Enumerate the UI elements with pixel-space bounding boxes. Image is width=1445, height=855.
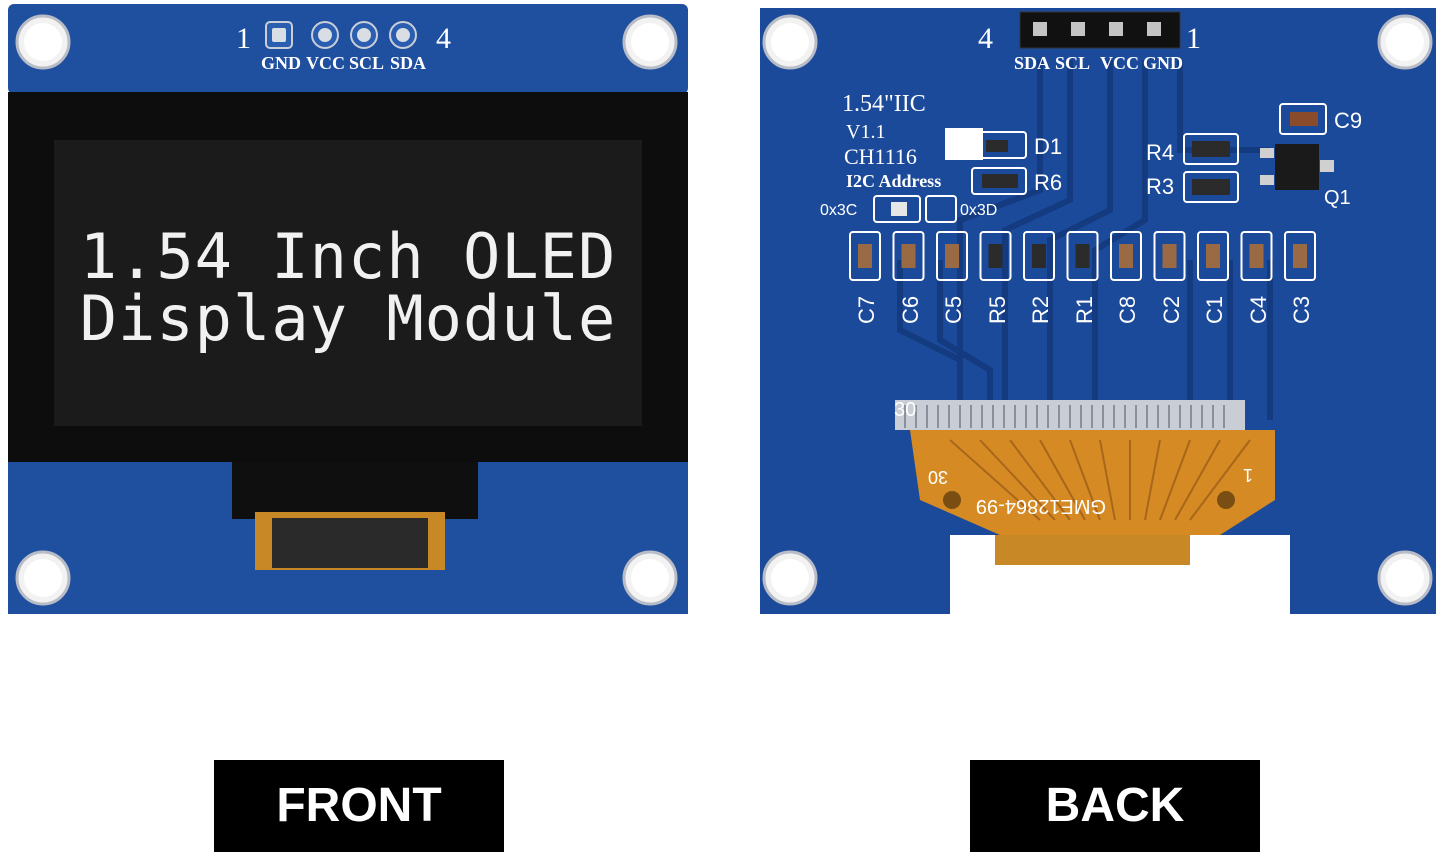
pin-number-4: 4	[436, 22, 451, 55]
component-outline	[1023, 231, 1055, 281]
pin-label-gnd: GND	[261, 53, 301, 73]
component-label: C7	[854, 295, 879, 324]
screen-line-2: Display Module	[79, 282, 617, 355]
component-label: R5	[984, 295, 1010, 324]
component-body	[1075, 244, 1090, 268]
part-r4: R4	[1146, 140, 1175, 165]
fpc-right-number: 1	[1242, 465, 1253, 485]
component-body	[1206, 244, 1220, 268]
pin-label-sda: SDA	[390, 53, 427, 73]
component-label: C1	[1202, 295, 1227, 324]
back-label: BACK	[970, 760, 1260, 852]
fpc-top-number: 30	[894, 399, 917, 421]
fpc-left-number: 30	[927, 467, 948, 487]
component-label: C3	[1289, 295, 1314, 324]
component-outline	[1153, 231, 1186, 281]
addr-0x3d: 0x3D	[960, 202, 998, 219]
component-label: C4	[1245, 295, 1271, 324]
back-pcb	[760, 8, 1436, 614]
component-label: C6	[897, 295, 923, 324]
part-d1: D1	[1034, 134, 1063, 159]
component-label: R1	[1071, 295, 1097, 324]
back-pin-number-4: 4	[978, 22, 993, 55]
component-outline	[1197, 231, 1229, 281]
component-body	[1119, 244, 1133, 268]
component-outline	[892, 231, 925, 281]
back-pin-number-1: 1	[1186, 22, 1201, 55]
board-chip: CH1116	[844, 144, 917, 169]
pin-label-scl: SCL	[349, 53, 385, 73]
i2c-address-label: I2C Address	[846, 171, 942, 191]
back-pin-label-gnd: GND	[1143, 53, 1183, 73]
component-outline	[936, 231, 968, 281]
component-body	[858, 244, 872, 268]
pin-label-vcc: VCC	[306, 53, 345, 73]
component-body	[1032, 244, 1046, 268]
oled-active-area: 1.54 Inch OLED Display Module	[54, 140, 642, 426]
fpc-code: GME12864-99	[975, 495, 1106, 517]
component-body	[1249, 244, 1264, 268]
part-r6: R6	[1034, 170, 1063, 195]
component-outline	[1240, 231, 1273, 281]
component-body	[1293, 244, 1307, 268]
back-board: 4 1 SDA SCL VCC GND 1.54"IIC V1.1 CH1116…	[750, 0, 1445, 620]
cap-row	[849, 231, 1316, 281]
front-label: FRONT	[214, 760, 504, 852]
component-label: C2	[1158, 295, 1184, 324]
component-label: C8	[1115, 295, 1140, 324]
pin-number-1: 1	[236, 22, 251, 55]
component-body	[945, 244, 959, 268]
screen-line-1: 1.54 Inch OLED	[79, 220, 617, 293]
part-q1: Q1	[1324, 187, 1351, 209]
component-outline	[1110, 231, 1142, 281]
component-outline	[1284, 231, 1316, 281]
component-label: C5	[941, 295, 966, 324]
component-outline	[1066, 231, 1099, 281]
part-r3: R3	[1146, 174, 1175, 199]
part-c9: C9	[1334, 108, 1363, 133]
component-label: R2	[1028, 295, 1053, 324]
back-pin-label-sda: SDA	[1014, 53, 1051, 73]
component-body	[901, 244, 916, 268]
component-outline	[849, 231, 881, 281]
component-body	[988, 244, 1003, 268]
back-pin-label-vcc: VCC	[1100, 53, 1139, 73]
back-pin-label-scl: SCL	[1055, 53, 1091, 73]
oled-screen: 1.54 Inch OLED Display Module	[8, 92, 688, 462]
board-version: V1.1	[846, 121, 886, 143]
component-outline	[979, 231, 1012, 281]
addr-0x3c: 0x3C	[820, 202, 858, 219]
front-pcb	[8, 4, 688, 614]
front-board: 1.54 Inch OLED Display Module 1 4 GND VC…	[0, 0, 700, 620]
board-title: 1.54"IIC	[842, 91, 926, 117]
component-body	[1162, 244, 1177, 268]
